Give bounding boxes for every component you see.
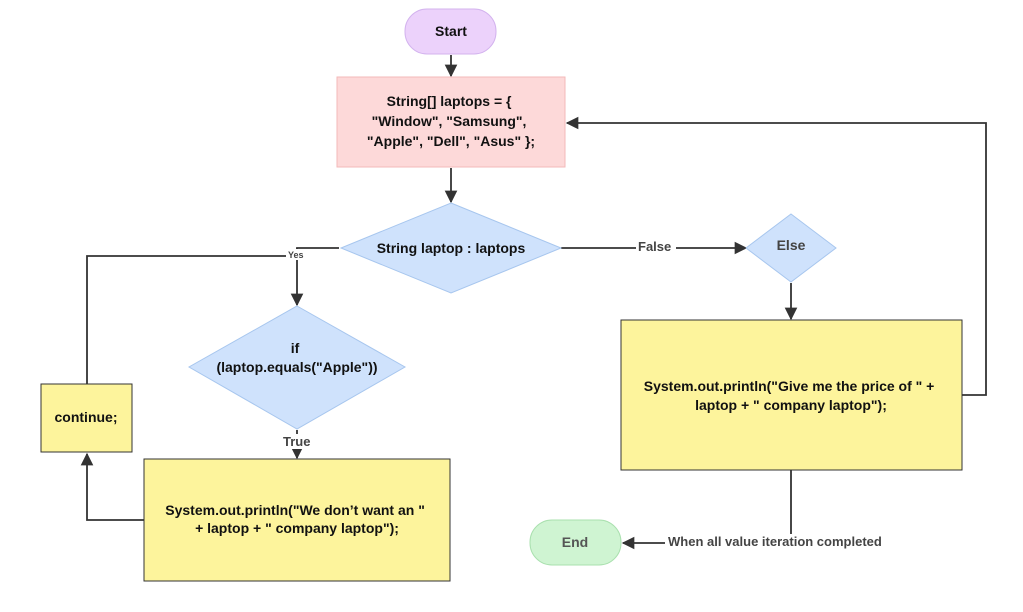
if-line-2: (laptop.equals("Apple"))	[216, 359, 377, 375]
print-price-node: System.out.println("Give me the price of…	[620, 319, 963, 471]
svg-text:End: End	[562, 534, 588, 550]
label-true: True	[283, 434, 310, 449]
edge-print-apple-to-continue	[80, 452, 144, 521]
loop-label: String laptop : laptops	[377, 240, 526, 256]
init-line-2: "Window", "Samsung",	[372, 113, 527, 129]
print-price-line-2: laptop + " company laptop");	[695, 397, 887, 413]
label-false: False	[638, 239, 671, 254]
label-yes: Yes	[288, 250, 304, 260]
else-decision-node: Else	[745, 213, 837, 283]
continue-label: continue;	[55, 409, 118, 425]
loop-decision-node: String laptop : laptops	[339, 202, 563, 294]
svg-text:System.out.println("We don’t w: System.out.println("We don’t want an " +…	[165, 502, 428, 536]
start-node: Start	[404, 8, 497, 55]
print-price-line-1: System.out.println("Give me the price of…	[644, 378, 935, 394]
print-apple-line-1: System.out.println("We don’t want an "	[165, 502, 425, 518]
start-label: Start	[435, 23, 467, 39]
if-line-1: if	[291, 340, 300, 356]
svg-text:continue;: continue;	[55, 409, 118, 425]
svg-text:System.out.println("Give me th: System.out.println("Give me the price of…	[644, 378, 939, 413]
init-line-3: "Apple", "Dell", "Asus" };	[367, 133, 535, 149]
end-node: End	[529, 519, 622, 566]
init-line-1: String[] laptops = {	[387, 93, 512, 109]
svg-text:Else: Else	[777, 237, 806, 253]
svg-text:String laptop : laptops: String laptop : laptops	[377, 240, 526, 256]
svg-text:if (laptop.equals("Apple: if (laptop.equals("Apple"))	[216, 340, 377, 375]
end-label: End	[562, 534, 588, 550]
svg-text:String[] laptops = { "Wi: String[] laptops = { "Window", "Samsung"…	[367, 93, 535, 149]
continue-node: continue;	[40, 383, 133, 453]
edge-print-price-to-init	[565, 116, 987, 396]
else-label: Else	[777, 237, 806, 253]
init-array-node: String[] laptops = { "Window", "Samsung"…	[336, 76, 566, 168]
edge-print-price-to-end	[621, 470, 792, 550]
print-apple-line-2: + laptop + " company laptop");	[195, 520, 399, 536]
label-iteration-completed: When all value iteration completed	[668, 534, 882, 549]
edge-labels: Yes False True When all value iteration …	[280, 239, 901, 550]
svg-text:Start: Start	[435, 23, 467, 39]
print-apple-node: System.out.println("We don’t want an " +…	[143, 458, 451, 582]
if-decision-node: if (laptop.equals("Apple"))	[187, 305, 407, 430]
